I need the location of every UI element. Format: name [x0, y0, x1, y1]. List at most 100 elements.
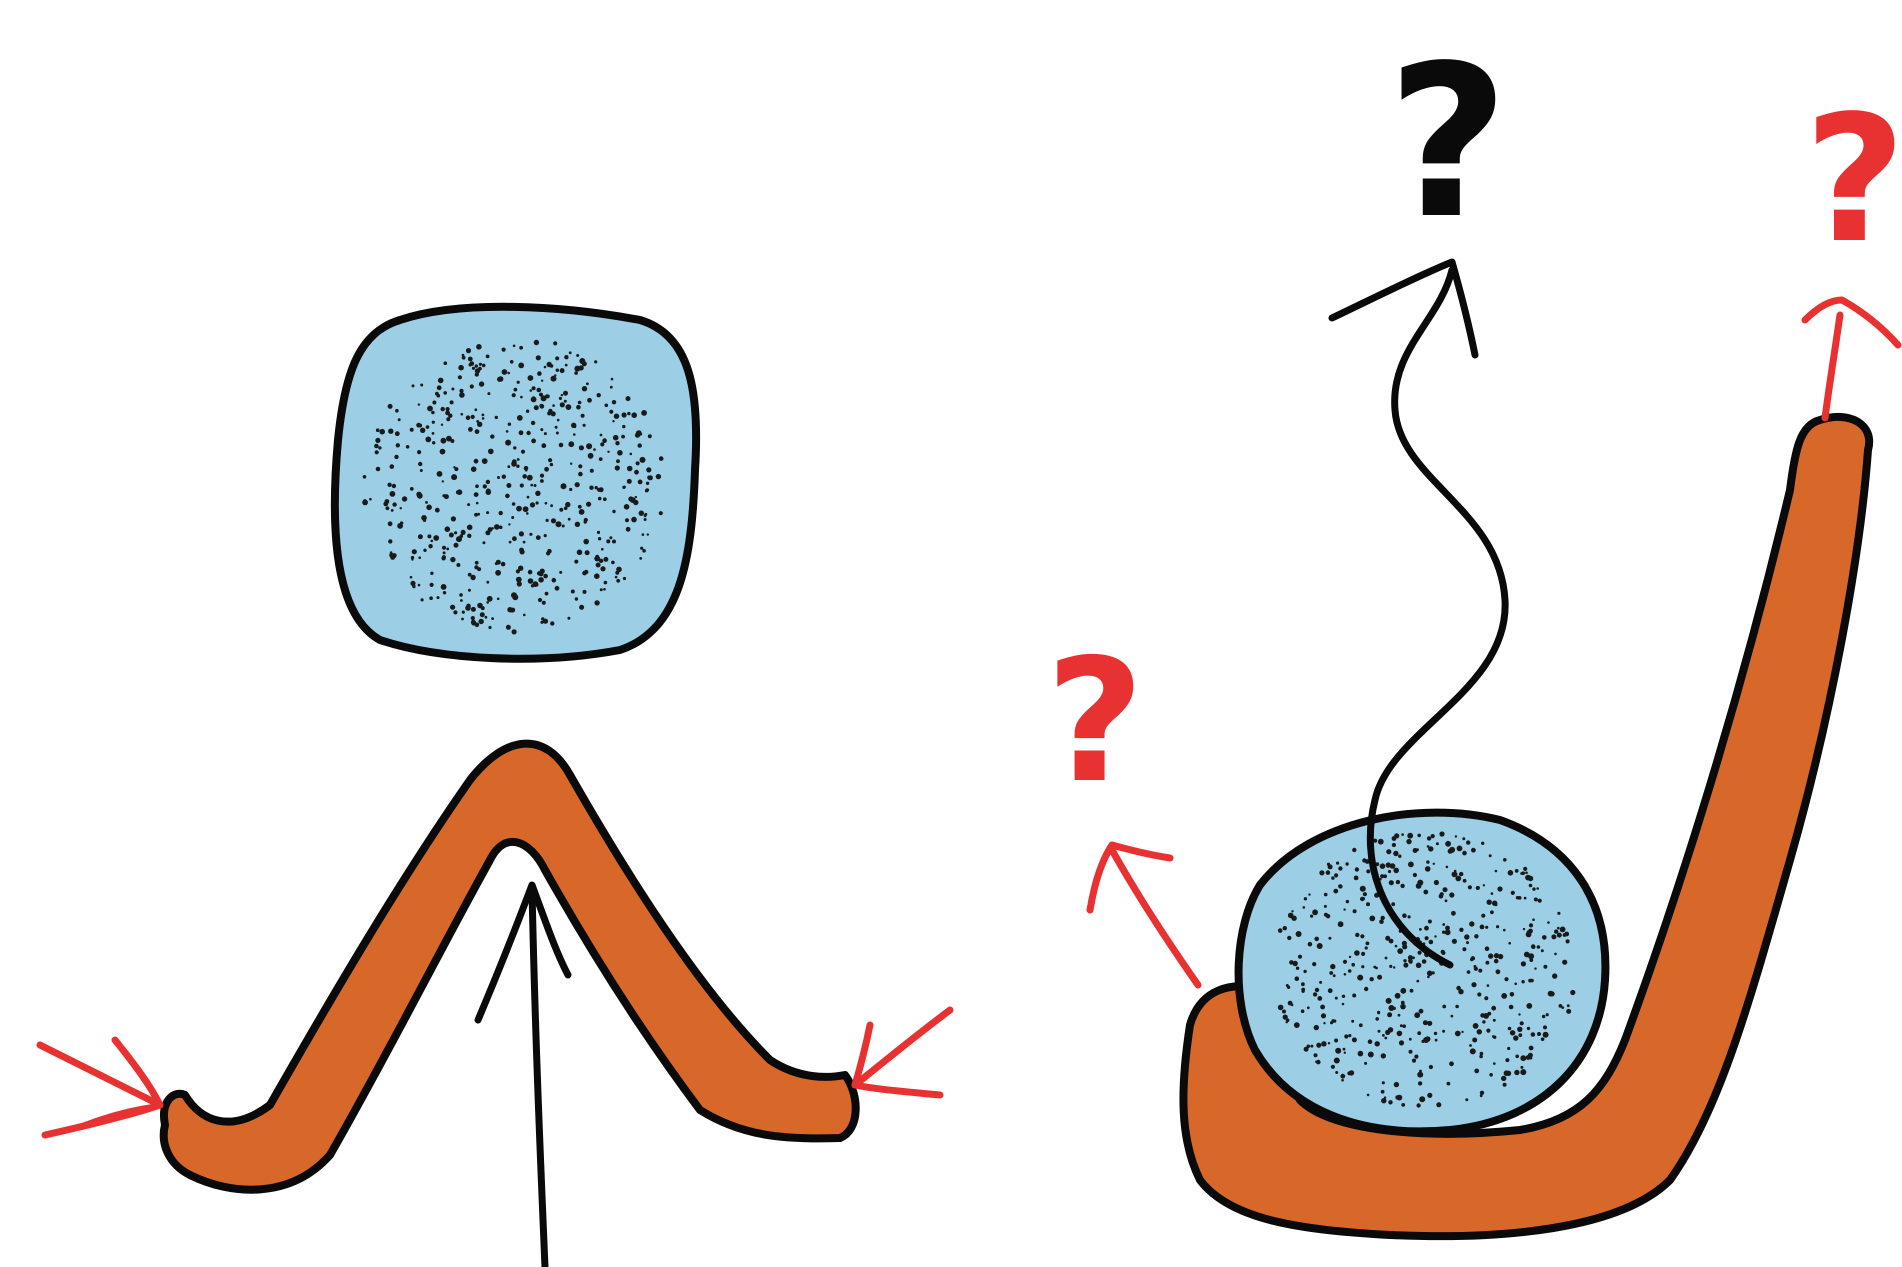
speckle-dot: [536, 355, 541, 360]
speckle-dot: [1344, 1034, 1348, 1038]
speckle-dot: [1524, 952, 1530, 958]
speckle-dot: [559, 571, 562, 574]
speckle-dot: [1414, 1055, 1418, 1059]
speckle-dot: [1348, 969, 1352, 973]
speckle-dot: [1495, 870, 1498, 873]
speckle-dot: [1417, 880, 1423, 886]
speckle-dot: [468, 573, 472, 577]
speckle-dot: [1543, 965, 1547, 969]
speckle-dot: [648, 475, 653, 480]
speckle-dot: [428, 544, 432, 548]
speckle-dot: [471, 466, 477, 472]
speckle-dot: [1417, 1031, 1421, 1035]
speckle-dot: [412, 549, 417, 554]
speckle-dot: [588, 453, 594, 459]
speckle-dot: [483, 484, 487, 488]
speckle-dot: [517, 415, 523, 421]
speckle-dot: [418, 556, 421, 559]
speckle-dot: [1334, 1058, 1340, 1064]
speckle-dot: [1482, 1020, 1485, 1023]
speckle-dot: [1480, 1091, 1484, 1095]
speckle-dot: [551, 518, 556, 523]
speckle-dot: [1402, 913, 1407, 918]
speckle-dot: [440, 449, 446, 455]
speckle-dot: [420, 428, 425, 433]
speckle-dot: [1466, 840, 1470, 844]
red-arrow-up-right: [1805, 300, 1898, 418]
speckle-dot: [559, 508, 563, 512]
speckle-dot: [441, 407, 445, 411]
speckle-dot: [636, 430, 642, 436]
speckle-dot: [1548, 991, 1554, 997]
speckle-dot: [388, 521, 393, 526]
speckle-dot: [1361, 952, 1365, 956]
speckle-dot: [1400, 988, 1406, 994]
speckle-dot: [1378, 839, 1384, 845]
speckle-dot: [431, 540, 434, 543]
speckle-dot: [1344, 973, 1347, 976]
speckle-dot: [1422, 959, 1427, 964]
speckle-dot: [1397, 948, 1403, 954]
speckle-dot: [1401, 1103, 1405, 1107]
speckle-dot: [578, 464, 582, 468]
speckle-dot: [1461, 1031, 1463, 1033]
speckle-dot: [1473, 1023, 1479, 1029]
speckle-dot: [1343, 960, 1347, 964]
speckle-dot: [601, 548, 604, 551]
speckle-dot: [1407, 833, 1413, 839]
speckle-dot: [1427, 845, 1430, 848]
speckle-dot: [485, 616, 488, 619]
speckle-dot: [578, 401, 582, 405]
speckle-dot: [1452, 872, 1458, 878]
speckle-dot: [1382, 1081, 1385, 1084]
speckle-dot: [1344, 1052, 1346, 1054]
speckle-dot: [1465, 1098, 1468, 1101]
speckle-dot: [426, 505, 432, 511]
speckle-dot: [1346, 900, 1349, 903]
speckle-dot: [1552, 973, 1557, 978]
speckle-dot: [430, 583, 434, 587]
speckle-dot: [511, 516, 514, 519]
speckle-dot: [1488, 953, 1493, 958]
speckle-dot: [1419, 1009, 1424, 1014]
speckle-dot: [1343, 908, 1345, 910]
speckle-dot: [499, 511, 503, 515]
speckle-dot: [441, 584, 447, 590]
speckle-dot: [1466, 941, 1469, 944]
speckle-dot: [486, 355, 490, 359]
speckle-dot: [1570, 990, 1575, 995]
speckle-dot: [516, 465, 519, 468]
speckle-dot: [1451, 911, 1456, 916]
speckle-dot: [499, 526, 503, 530]
speckle-dot: [1518, 1033, 1522, 1037]
speckle-dot: [1542, 935, 1547, 940]
speckle-dot: [541, 443, 546, 448]
speckle-dot: [1441, 950, 1445, 954]
speckle-dot: [622, 425, 625, 428]
speckle-dot: [512, 393, 516, 397]
speckle-dot: [1486, 1029, 1490, 1033]
speckle-dot: [442, 480, 444, 482]
speckle-dot: [597, 488, 601, 492]
speckle-dot: [470, 384, 474, 388]
speckle-dot: [565, 502, 570, 507]
speckle-dot: [1478, 969, 1482, 973]
speckle-dot: [1403, 963, 1408, 968]
speckle-dot: [418, 584, 421, 587]
speckle-dot: [1435, 1039, 1438, 1042]
speckle-dot: [410, 428, 414, 432]
speckle-dot: [1443, 887, 1448, 892]
speckle-dot: [1442, 1030, 1445, 1033]
speckle-dot: [421, 598, 424, 601]
speckle-dot: [1375, 1041, 1380, 1046]
speckle-dot: [511, 629, 516, 634]
speckle-dot: [1423, 890, 1428, 895]
speckle-dot: [624, 504, 630, 510]
speckle-dot: [599, 559, 603, 563]
speckle-dot: [1402, 944, 1407, 949]
speckle-dot: [595, 555, 599, 559]
speckle-dot: [1314, 1025, 1319, 1030]
speckle-dot: [509, 541, 512, 544]
speckle-dot: [458, 365, 464, 371]
left-membrane: [164, 744, 856, 1190]
